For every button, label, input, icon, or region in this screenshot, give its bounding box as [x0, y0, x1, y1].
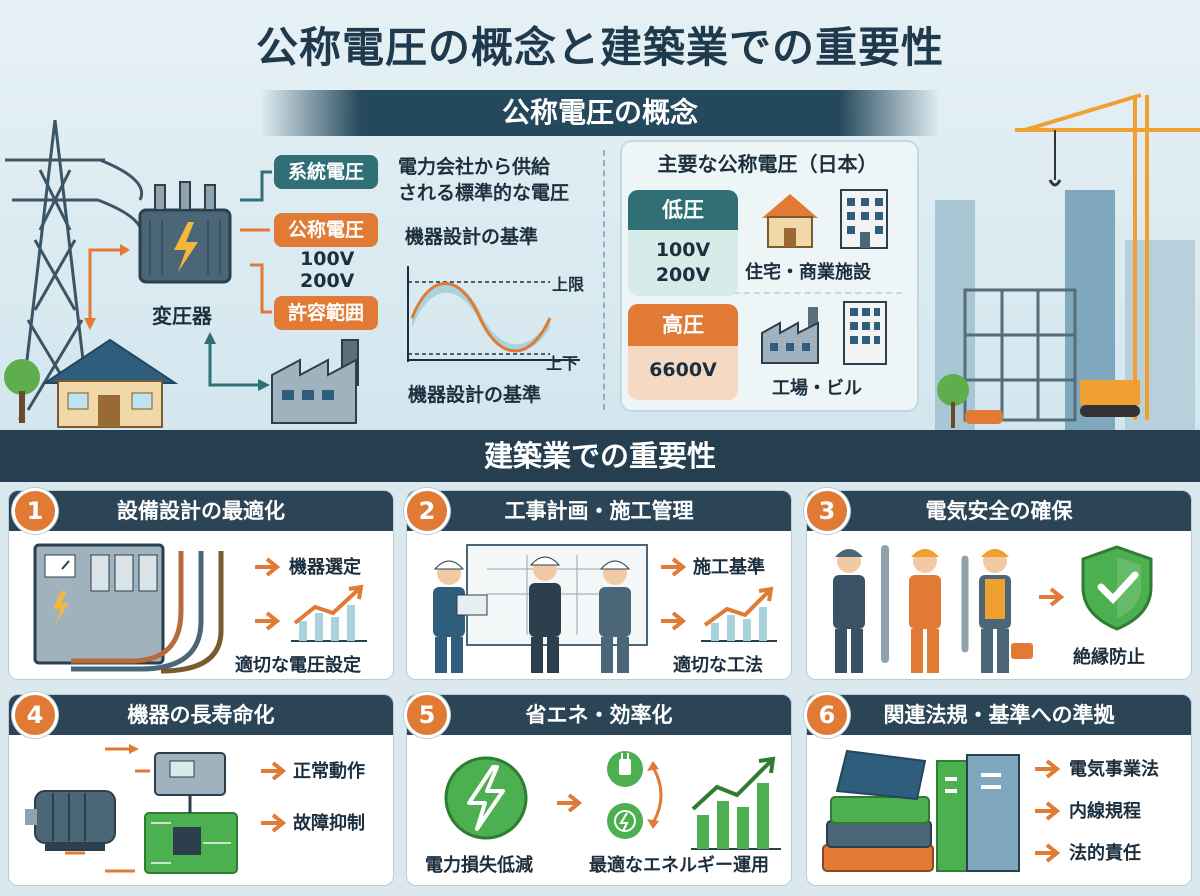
- arrow-right-icon: [1035, 759, 1061, 779]
- card-5-number: 5: [404, 692, 450, 738]
- card-3-item-1: 絶縁防止: [1073, 647, 1145, 668]
- distribution-panel-icon: [33, 543, 224, 674]
- card-4-item-2: 故障抑制: [293, 813, 365, 834]
- system-desc-line1: 電力会社から供給: [398, 156, 551, 178]
- flow-arrows: [84, 170, 272, 391]
- wave-lower-label: 上下: [546, 354, 579, 373]
- construction-skyline: [935, 93, 1200, 430]
- card-5-title: 省エネ・効率化: [407, 695, 791, 735]
- growth-chart-icon: [291, 584, 367, 642]
- card-electrical-safety: 電気安全の確保 絶縁防止: [806, 490, 1192, 680]
- importance-banner: 建築業での重要性: [0, 430, 1200, 482]
- nominal-value-2: 200V: [300, 270, 355, 292]
- card-6-title: 関連法規・基準への準拠: [807, 695, 1191, 735]
- growth-chart-icon: [701, 586, 777, 642]
- factory-small-icon: [761, 307, 819, 364]
- high-voltage-6600v: 6600V: [628, 346, 738, 400]
- card-2-item-2: 適切な工法: [673, 655, 763, 676]
- card-1-title: 設備設計の最適化: [9, 491, 393, 531]
- bar-growth-icon: [691, 756, 781, 850]
- card-5-item-1: 電力損失低減: [425, 855, 533, 876]
- transformer-label: 変圧器: [152, 304, 212, 328]
- card-1-item-1: 機器選定: [289, 557, 361, 578]
- tolerance-tag: 許容範囲: [274, 296, 379, 330]
- tall-building-icon: [843, 301, 887, 365]
- page-title: 公称電圧の概念と建築業での重要性: [255, 23, 944, 72]
- nominal-value-1: 100V: [300, 248, 355, 270]
- card-6-item-3: 法的責任: [1069, 843, 1141, 864]
- concept-banner: 公称電圧の概念: [260, 90, 940, 136]
- motor-circuit-icon: [25, 744, 238, 874]
- arrow-right-icon: [255, 557, 281, 577]
- card-5-item-2: 最適なエネルギー運用: [589, 855, 769, 876]
- card-6-number: 6: [804, 692, 850, 738]
- card-3-title: 電気安全の確保: [807, 491, 1191, 531]
- wave-caption: 機器設計の基準: [408, 384, 542, 406]
- card-construction-planning: 工事計画・施工管理 施工基準 適切な工法: [406, 490, 792, 680]
- power-tower-icon: [5, 119, 143, 421]
- low-voltage-200v: 200V: [655, 264, 711, 286]
- system-voltage-tag: 系統電圧: [274, 155, 379, 189]
- house-icon: [41, 338, 179, 428]
- wave-upper-label: 上限: [552, 275, 585, 294]
- card-1-item-2: 適切な電圧設定: [235, 655, 361, 676]
- arrow-right-icon: [661, 611, 687, 631]
- concept-divider: [603, 150, 605, 410]
- card-2-title: 工事計画・施工管理: [407, 491, 791, 531]
- japan-panel-divider: [632, 292, 902, 294]
- card-4-item-1: 正常動作: [293, 761, 365, 782]
- plug-cycle-icon: [607, 751, 663, 839]
- transformer-icon: [138, 181, 232, 284]
- nominal-voltage-tag: 公称電圧: [274, 213, 379, 247]
- card-2-number: 2: [404, 488, 450, 534]
- card-6-item-1: 電気事業法: [1069, 759, 1159, 780]
- workers-planning-icon: [433, 544, 648, 673]
- low-voltage-use: 住宅・商業施設: [745, 262, 871, 283]
- arrow-right-icon: [261, 761, 287, 781]
- arrow-right-icon: [1035, 843, 1061, 863]
- arrow-right-icon: [255, 611, 281, 631]
- factory-icon: [271, 339, 359, 424]
- card-equipment-longevity: 機器の長寿命化 正常動作 故障抑制: [8, 694, 394, 886]
- tree-icon: [4, 359, 40, 423]
- law-books-icon: [822, 749, 1020, 872]
- shield-check-icon: [1081, 545, 1153, 631]
- nominal-desc: 機器設計の基準: [405, 226, 539, 248]
- arrow-right-icon: [261, 813, 287, 833]
- card-2-item-1: 施工基準: [693, 557, 765, 578]
- card-equipment-design: 設備設計の最適化 機器選定 適切な電圧設定: [8, 490, 394, 680]
- low-voltage-100v: 100V: [655, 239, 711, 261]
- japan-panel-title: 主要な公称電圧（日本）: [657, 152, 878, 176]
- arrow-right-icon: [557, 793, 583, 813]
- card-energy-efficiency: 省エネ・効率化 電力損失低減 最適なエネルギー運用: [406, 694, 792, 886]
- high-voltage-use: 工場・ビル: [772, 378, 862, 399]
- safety-workers-icon: [833, 545, 1033, 673]
- lightning-circle-icon: [444, 756, 528, 840]
- house-small-icon: [762, 194, 818, 248]
- card-1-number: 1: [12, 488, 58, 534]
- low-voltage-label: 低圧: [628, 190, 738, 230]
- card-4-title: 機器の長寿命化: [9, 695, 393, 735]
- office-building-icon: [840, 189, 888, 249]
- arrow-right-icon: [661, 557, 687, 577]
- low-voltage-box: 低圧 100V 200V: [628, 190, 738, 296]
- card-6-item-2: 内線規程: [1069, 801, 1141, 822]
- sine-wave-graph: [407, 266, 580, 362]
- card-4-number: 4: [12, 692, 58, 738]
- card-3-number: 3: [804, 488, 850, 534]
- arrow-right-icon: [1039, 587, 1065, 607]
- high-voltage-label: 高圧: [628, 304, 738, 346]
- card-regulation-compliance: 関連法規・基準への準拠 電気事業法 内線規程 法的責任: [806, 694, 1192, 886]
- high-voltage-box: 高圧 6600V: [628, 304, 738, 400]
- arrow-right-icon: [1035, 801, 1061, 821]
- system-desc-line2: される標準的な電圧: [398, 182, 570, 204]
